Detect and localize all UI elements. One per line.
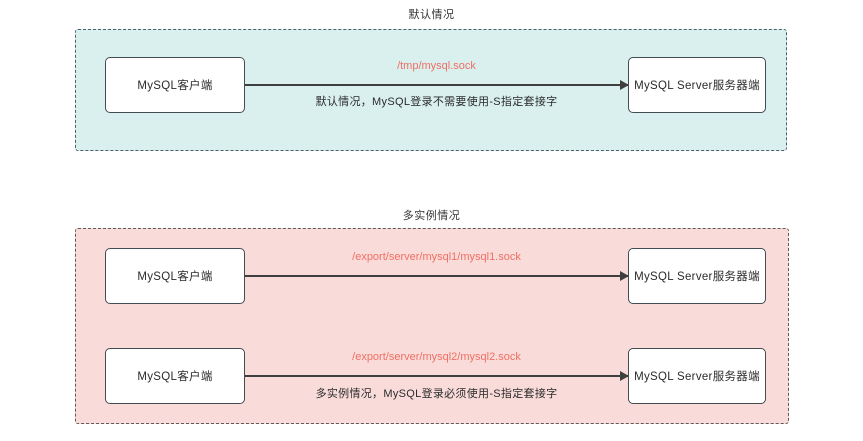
node-mysql-server-instance-1[interactable]: MySQL Server服务器端 — [628, 248, 766, 304]
edge-label-socket-path-default: /tmp/mysql.sock — [397, 60, 476, 72]
node-mysql-client-instance-2[interactable]: MySQL客户端 — [105, 348, 245, 404]
node-mysql-server-default[interactable]: MySQL Server服务器端 — [628, 57, 766, 113]
node-mysql-client-default[interactable]: MySQL客户端 — [105, 57, 245, 113]
node-mysql-server-instance-2[interactable]: MySQL Server服务器端 — [628, 348, 766, 404]
edge-label-socket-path-instance-2: /export/server/mysql2/mysql2.sock — [352, 351, 521, 363]
connector-arrow-instance-1 — [245, 275, 628, 277]
edge-label-socket-path-instance-1: /export/server/mysql1/mysql1.sock — [352, 251, 521, 263]
edge-label-note-default: 默认情况，MySQL登录不需要使用-S指定套接字 — [315, 96, 558, 108]
node-mysql-client-instance-1[interactable]: MySQL客户端 — [105, 248, 245, 304]
section-title-default: 默认情况 — [408, 9, 455, 21]
edge-label-note-multi-instance: 多实例情况，MySQL登录必须使用-S指定套接字 — [315, 388, 558, 400]
section-title-multi-instance: 多实例情况 — [402, 210, 461, 222]
connector-arrow-default — [245, 84, 628, 86]
connector-arrow-instance-2 — [245, 375, 628, 377]
